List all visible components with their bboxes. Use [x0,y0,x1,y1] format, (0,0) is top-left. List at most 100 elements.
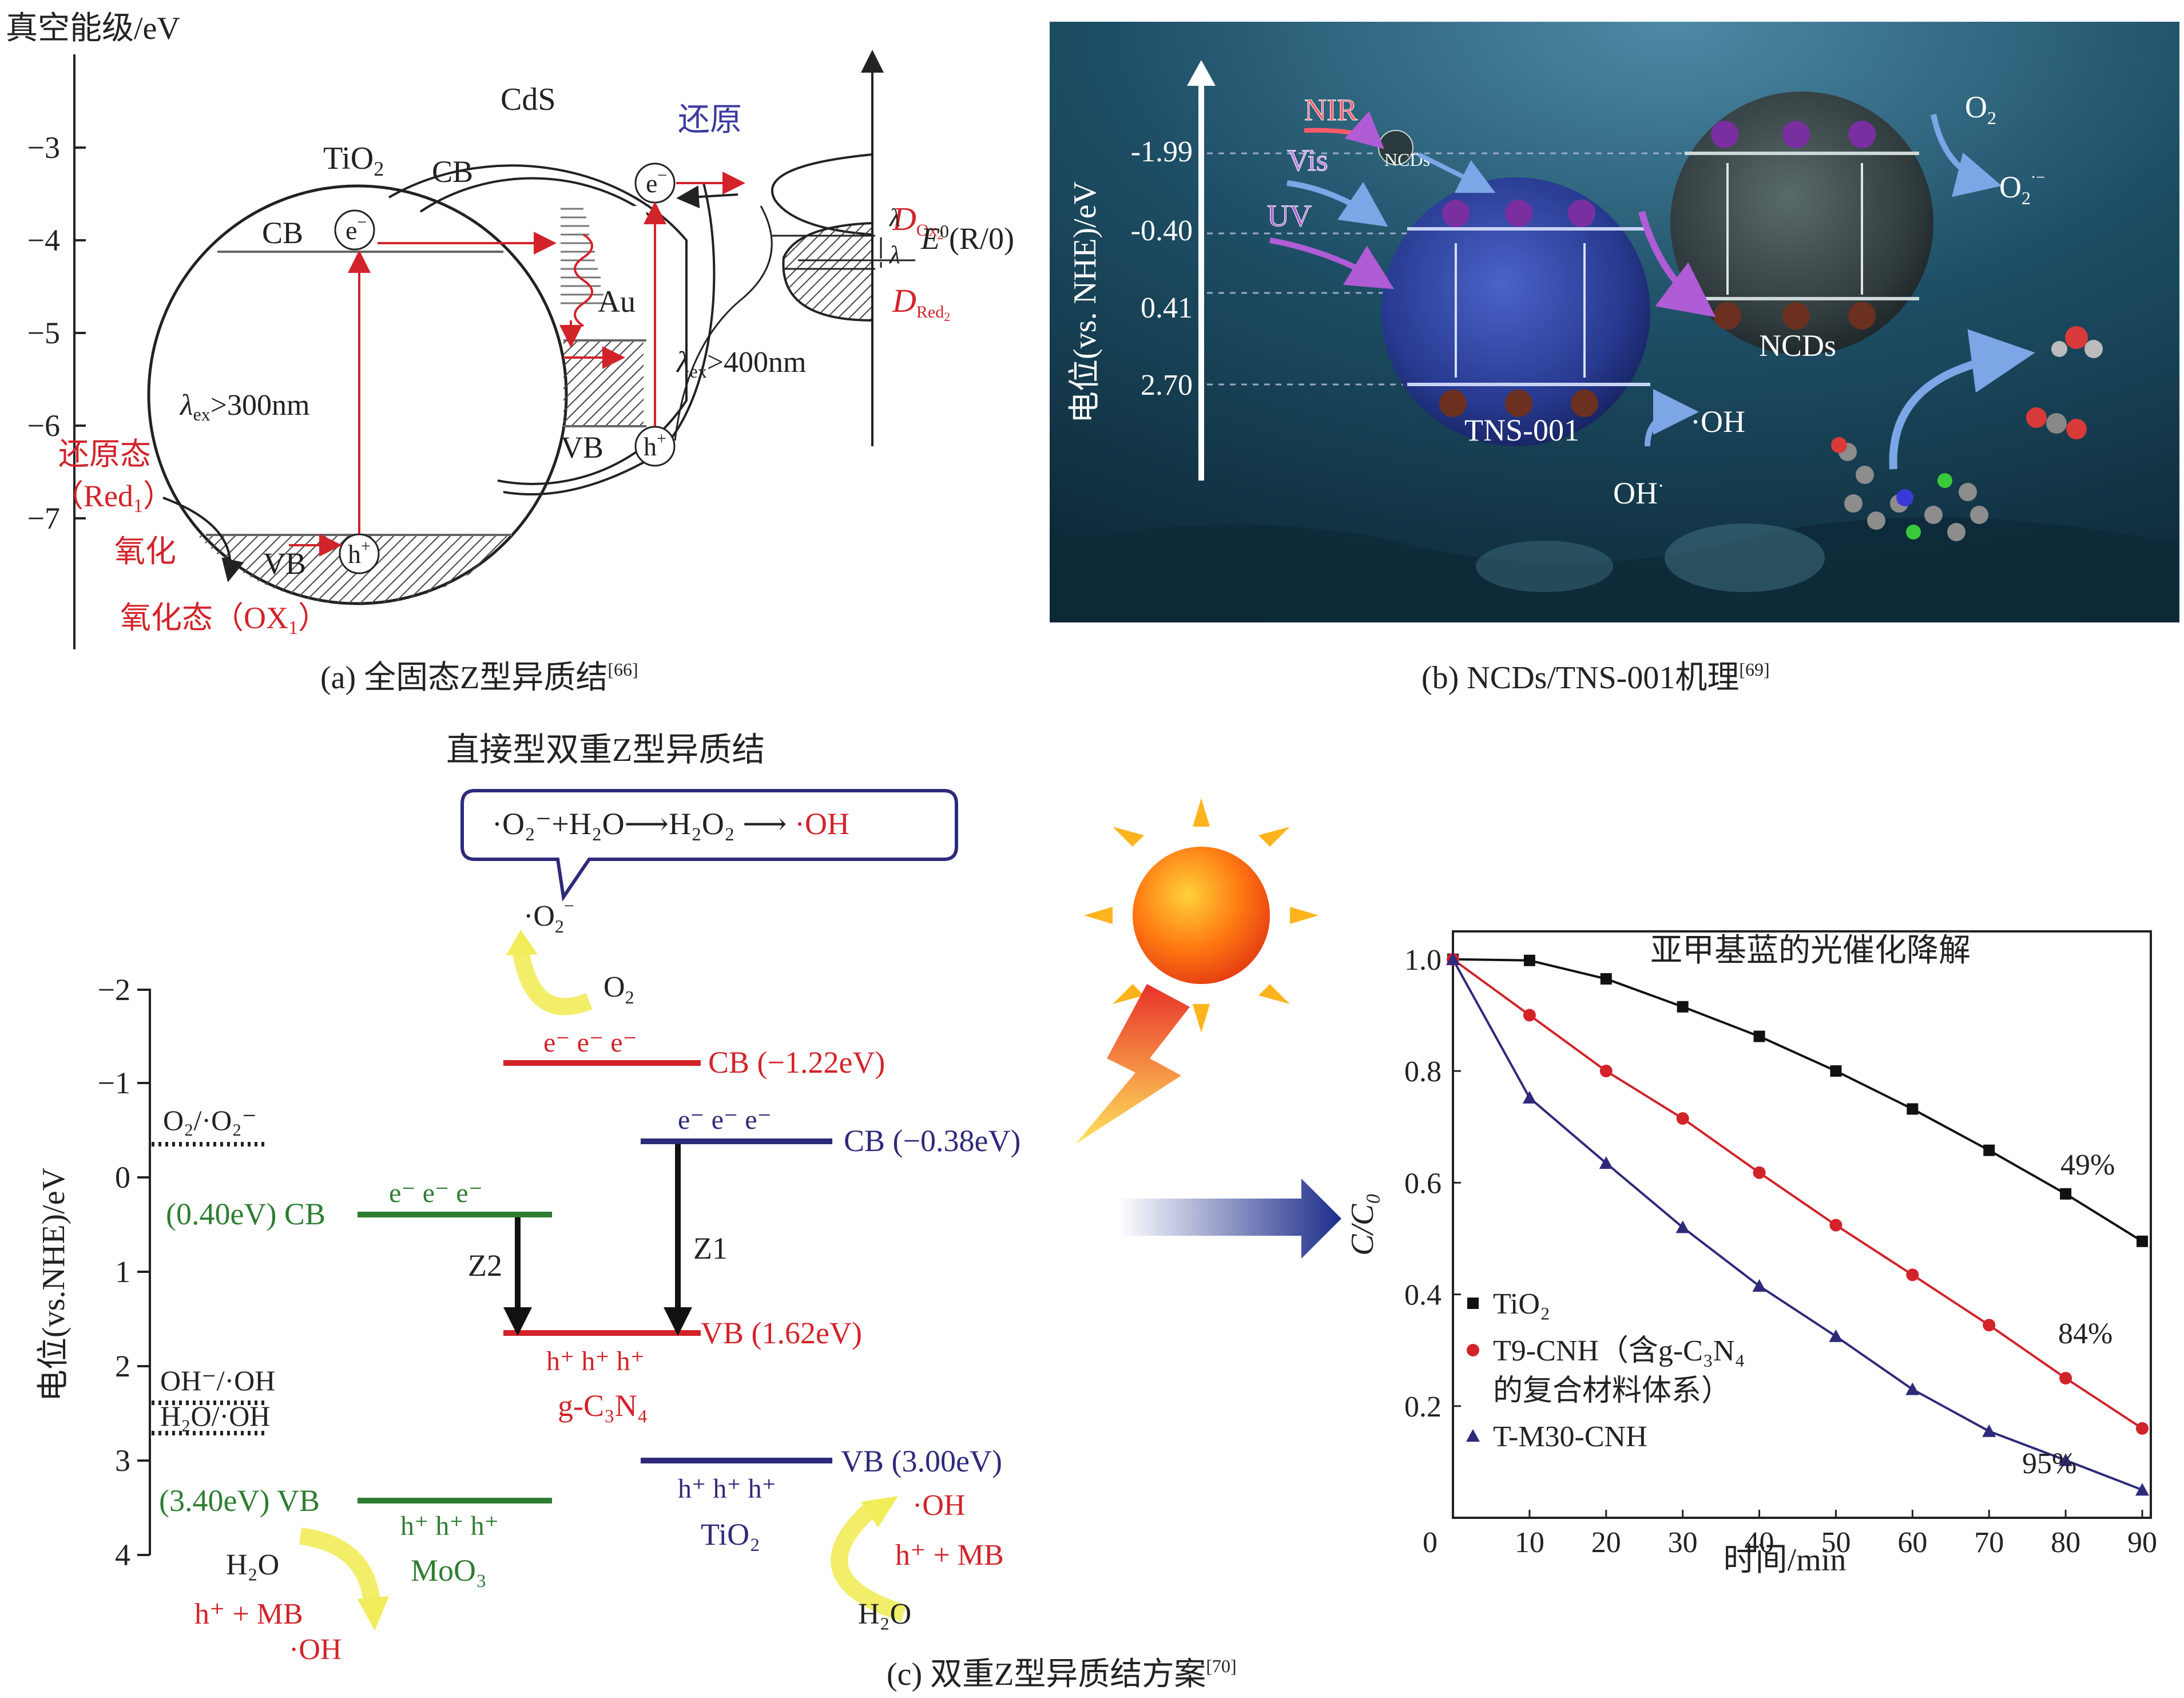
svg-text:e−: e− [646,166,667,198]
svg-text:Z2: Z2 [468,1248,502,1283]
svg-text:e⁻ e⁻ e⁻: e⁻ e⁻ e⁻ [678,1105,772,1135]
legend-item: T-M30-CNH [1493,1421,1647,1453]
reaction-bubble [460,789,958,902]
series-line-1 [1452,958,2143,1430]
caption-c: (c) 双重Z型异质结方案[70] [887,1656,1237,1692]
tns-bubble [1381,177,1650,446]
panel-b: 电位(vs. NHE)/eV -1.99 -0.40 0.41 2.70 TNS… [1050,22,2179,696]
data-point-1-6 [1906,1268,1919,1282]
data-point-2-0 [1446,952,1460,965]
oh-couple-label: OH⁻/·OH [160,1364,275,1397]
data-point-0-6 [1907,1103,1919,1115]
oxidation-label: 氧化 [114,534,176,569]
data-point-0-7 [1983,1144,1995,1156]
panel-a-tick: −5 [27,316,60,350]
oxidation-arrow [162,497,244,582]
uv-label: UV [1267,199,1312,233]
y-tick-label: 0.2 [1404,1391,1442,1423]
data-point-2-1 [1522,1090,1536,1104]
lambda-300: λex>300nm [179,389,310,424]
cds-outer-arc [503,183,716,495]
svg-text:λ: λ [888,241,900,269]
panel-c: 直接型双重Z型异质结 ·O₂⁻+H₂O⟶H₂O₂ ⟶ ·OH ·O2− O2 电… [36,731,1341,1692]
svg-text:DOx2: DOx2 [892,200,944,242]
reaction-text: ·O₂⁻+H₂O⟶H₂O₂ ⟶ ·OH [492,807,849,841]
svg-text:λ: λ [888,204,900,232]
panel-b-tick: 0.41 [1141,292,1193,324]
svg-text:h+: h+ [644,429,666,461]
panel-c-tick: 0 [115,1160,130,1195]
cds-return-arrow [674,205,773,441]
hole-icon [634,426,676,467]
data-point-0-4 [1753,1030,1765,1042]
x-tick-label: 90 [2127,1526,2157,1559]
tns-electrons [1442,200,1595,227]
cds-label: CdS [501,82,556,117]
svg-text:e−: e− [346,213,367,245]
x-tick-label: 10 [1515,1526,1544,1559]
data-point-2-3 [1675,1220,1690,1233]
x-tick-label: 70 [1974,1526,2004,1559]
gcn-label: g-C₃N₄ [558,1388,648,1423]
chart-legend: TiO₂ T9-CNH（含g-C₃N₄ 的复合材料体系） T-M30-CNH [1466,1288,1745,1453]
data-point-2-5 [1829,1329,1843,1342]
x-tick-label: 40 [1745,1526,1774,1559]
data-point-1-9 [2136,1422,2149,1435]
moo3-label: MoO₃ [411,1553,487,1588]
vis-label: Vis [1287,143,1328,177]
data-point-1-4 [1753,1166,1766,1179]
x-tick-label: 50 [1821,1526,1851,1559]
oh-minus-label: OH· [1613,475,1664,510]
lightning-icon [1075,984,1190,1144]
panel-a-y-title: 真空能级/eV [6,11,180,46]
svg-text:NCDs: NCDs [1384,149,1430,170]
gcn-vb-label: VB (1.62eV) [701,1316,862,1350]
x-tick-label: 30 [1668,1526,1698,1559]
cds-cb-label: CB [432,154,473,189]
y-tick-label: 0.6 [1404,1167,1442,1200]
red-state-label: 还原态 [58,437,151,471]
lambda-400: λex>400nm [676,346,807,382]
chart-ylabel: C/C₀ [1345,1193,1380,1256]
caption-b: (b) NCDs/TNS-001机理[69] [1421,659,1770,696]
nir-label: NIR [1304,93,1357,127]
panel-c-y-title: 电位(vs.NHE)/eV [36,1168,72,1402]
tio2-label: TiO₂ [701,1517,760,1552]
tio2-vb-label: VB (3.00eV) [841,1444,1002,1478]
data-point-0-5 [1830,1065,1842,1077]
gcn-cb-label: CB (−1.22eV) [708,1045,885,1080]
moo3-vb-label: (3.40eV) VB [159,1483,320,1518]
ncds-holes [1714,302,1876,330]
legend-marker-t9 [1467,1344,1479,1356]
panel-b-y-title: 电位(vs. NHE)/eV [1067,181,1103,423]
o2-label: O2 [603,971,634,1007]
dos-ox-curve [771,153,873,236]
y-tick-label: 1.0 [1404,944,1442,977]
tio2-cb-label: CB (−0.38eV) [844,1124,1020,1158]
chart-xlabel: 时间/min [1724,1542,1847,1578]
svg-text:h⁺ h⁺ h⁺: h⁺ h⁺ h⁺ [400,1511,499,1541]
data-point-1-3 [1676,1112,1689,1125]
au-hatch [563,340,644,426]
chart-annotation: 84% [2058,1318,2112,1350]
e0-label: E0(R/0) [920,221,1014,256]
data-point-0-9 [2137,1235,2148,1247]
panel-b-tick: -1.99 [1131,136,1193,168]
svg-text:·OH: ·OH [289,1633,342,1666]
data-point-0-1 [1523,954,1535,966]
data-point-1-8 [2059,1371,2072,1384]
legend-marker-tio2 [1467,1298,1479,1309]
tio2-label: TiO2 [323,141,384,180]
electron-icon [334,209,375,251]
x-tick-label: 60 [1897,1526,1927,1559]
y-tick-label: 0.4 [1404,1279,1442,1312]
legend-item: T9-CNH（含g-C₃N₄ [1493,1335,1745,1367]
ncds-bubble [1670,92,1933,355]
panel-c-tick: −2 [98,973,130,1007]
data-point-1-7 [1983,1319,1996,1332]
big-arrow-icon [1118,1179,1341,1259]
ncds-electrons [1711,121,1876,148]
svg-text:e⁻ e⁻ e⁻: e⁻ e⁻ e⁻ [389,1178,483,1208]
